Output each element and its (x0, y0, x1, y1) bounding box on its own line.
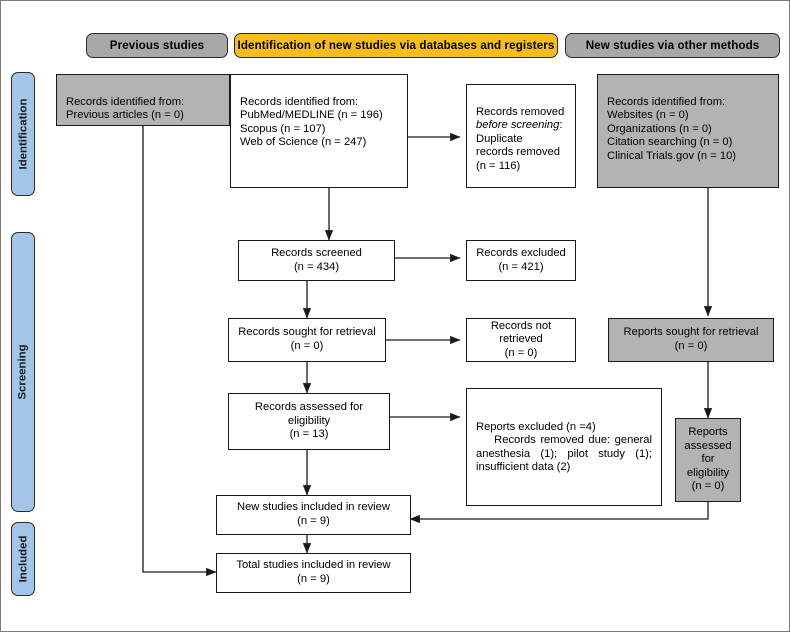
box-other-methods-records-text: Records identified from: Websites (n = 0… (607, 95, 737, 162)
box-records-sought: Records sought for retrieval (n = 0) (228, 318, 386, 362)
box-database-records-text: Records identified from: PubMed/MEDLINE … (240, 95, 383, 149)
box-records-not-retrieved-text: Records not retrieved (n = 0) (490, 319, 552, 359)
stage-tab-included-label: Included (17, 535, 29, 583)
banner-other-methods-label: New studies via other methods (585, 39, 760, 52)
box-records-screened-text: Records screened (n = 434) (271, 246, 362, 273)
box-previous-records: Records identified from: Previous articl… (56, 74, 230, 126)
stage-tab-identification-label: Identification (17, 98, 29, 170)
box-new-studies-included: New studies included in review (n = 9) (216, 495, 411, 535)
stage-tab-screening-label: Screening (17, 344, 30, 400)
box-records-not-retrieved: Records not retrieved (n = 0) (466, 318, 576, 362)
records-removed-line2: before screening (476, 119, 560, 132)
box-new-studies-included-text: New studies included in review (n = 9) (237, 501, 390, 527)
box-total-studies-included: Total studies included in review (n = 9) (216, 553, 411, 593)
banner-previous-studies: Previous studies (86, 33, 228, 58)
box-previous-records-text: Records identified from: Previous articl… (66, 95, 185, 122)
box-reports-sought-text: Reports sought for retrieval (n = 0) (623, 326, 759, 352)
box-records-sought-text: Records sought for retrieval (n = 0) (238, 326, 376, 352)
box-reports-assessed: Reports assessed for eligibility (n = 0) (675, 418, 741, 502)
reports-excluded-head: Reports excluded (n =4) (476, 420, 596, 433)
banner-other-methods: New studies via other methods (565, 33, 780, 58)
records-removed-line1: Records removed (476, 105, 565, 118)
box-reports-assessed-text: Reports assessed for eligibility (n = 0) (684, 426, 732, 493)
box-records-screened: Records screened (n = 434) (238, 240, 395, 281)
records-removed-line3: : Duplicate records removed (n = 116) (476, 119, 563, 172)
box-records-assessed: Records assessed for eligibility (n = 13… (228, 393, 390, 450)
banner-identification-label: Identification of new studies via databa… (237, 39, 555, 52)
box-database-records: Records identified from: PubMed/MEDLINE … (230, 74, 408, 188)
reports-excluded-body: Records removed due: general anesthesia … (476, 434, 652, 474)
box-reports-excluded: Reports excluded (n =4) Records removed … (466, 388, 662, 506)
banner-previous-studies-label: Previous studies (109, 39, 205, 52)
wire-previous-to-total (142, 126, 217, 577)
stage-tab-identification: Identification (11, 72, 35, 196)
box-reports-sought: Reports sought for retrieval (n = 0) (608, 318, 774, 362)
stage-tab-included: Included (11, 522, 35, 596)
stage-tab-screening: Screening (11, 232, 35, 512)
box-records-excluded-text: Records excluded (n = 421) (476, 246, 566, 273)
wire-reports-assessed-to-new-studies (409, 502, 709, 524)
box-records-excluded: Records excluded (n = 421) (466, 240, 576, 281)
box-other-methods-records: Records identified from: Websites (n = 0… (597, 74, 779, 188)
banner-identification: Identification of new studies via databa… (234, 33, 558, 58)
box-reports-excluded-text: Reports excluded (n =4) Records removed … (476, 421, 652, 474)
box-records-assessed-text: Records assessed for eligibility (n = 13… (254, 401, 364, 441)
box-total-studies-included-text: Total studies included in review (n = 9) (236, 559, 391, 585)
